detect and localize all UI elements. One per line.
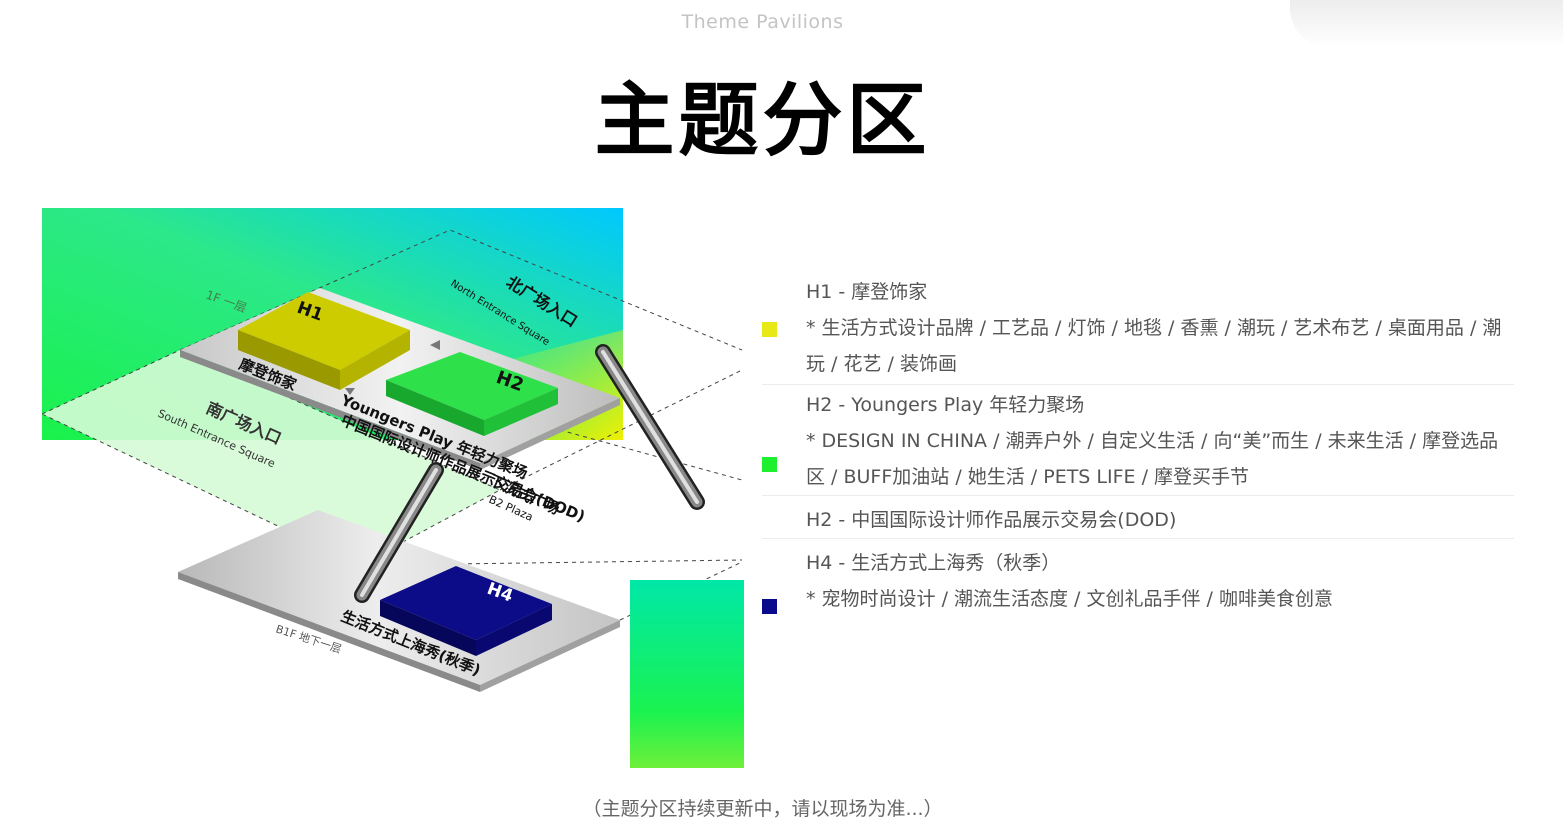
platform-1f-side (480, 398, 620, 470)
legend-item-h1: H1 - 摩登饰家 * 生活方式设计品牌 / 工艺品 / 灯饰 / 地毯 / 香… (762, 270, 1514, 385)
legend-item-h2-dod: H2 - 中国国际设计师作品展示交易会(DOD) (762, 496, 1514, 539)
legend-desc: * 生活方式设计品牌 / 工艺品 / 灯饰 / 地毯 / 香熏 / 潮玩 / 艺… (806, 317, 1502, 375)
page-subtitle: Theme Pavilions (681, 11, 844, 33)
legend-item-h2: H2 - Youngers Play 年轻力聚场 * DESIGN IN CHI… (762, 385, 1514, 496)
h2-block-top (386, 352, 558, 420)
h2-block-side (484, 388, 558, 436)
side-gradient-panel (630, 580, 744, 768)
h4-color-swatch (762, 599, 777, 614)
h1-color-swatch (762, 322, 777, 337)
south-entrance-plane (42, 350, 500, 565)
h2-color-swatch (762, 457, 777, 472)
legend-item-h4: H4 - 生活方式上海秀（秋季） * 宠物时尚设计 / 潮流生活态度 / 文创礼… (762, 539, 1514, 617)
legend-heading: H4 - 生活方式上海秀（秋季） (806, 552, 1061, 574)
h4-block-front (380, 600, 476, 656)
theme-legend: H1 - 摩登饰家 * 生活方式设计品牌 / 工艺品 / 灯饰 / 地毯 / 香… (762, 270, 1514, 617)
legend-heading: H1 - 摩登饰家 (806, 281, 928, 303)
escalator-right-highlight (601, 350, 699, 504)
south-plane-outline (40, 349, 502, 566)
arrow-marker-1 (430, 340, 440, 350)
h2-block-front (386, 380, 484, 436)
legend-heading: H2 - Youngers Play 年轻力聚场 (806, 394, 1085, 416)
connector-dash-1 (499, 369, 743, 491)
legend-desc: * DESIGN IN CHINA / 潮弄户外 / 自定义生活 / 向“美”而… (806, 430, 1499, 488)
floor-plan-diagram: 1F 一层 北广场入口 North Entrance Square 南广场入口 … (0, 180, 760, 780)
legend-desc: * 宠物时尚设计 / 潮流生活态度 / 文创礼品手伴 / 咖啡美食创意 (806, 588, 1333, 610)
floor-plan-svg: 1F 一层 北广场入口 North Entrance Square 南广场入口 … (40, 208, 744, 768)
h4-block-side (476, 604, 552, 656)
h1-block-top (238, 292, 410, 370)
update-note: （主题分区持续更新中，请以现场为准...） (582, 798, 943, 820)
h1-block-front (238, 330, 340, 390)
h4-block-top (380, 566, 552, 640)
h1-block-side (340, 330, 410, 390)
north-plane-outline (179, 229, 743, 351)
legend-heading: H2 - 中国国际设计师作品展示交易会(DOD) (806, 509, 1177, 531)
arrow-marker-2 (345, 388, 355, 395)
platform-b1f-front (178, 572, 480, 692)
platform-1f-front (180, 350, 480, 470)
top-right-shadow (1290, 0, 1563, 48)
platform-b1f-side (480, 620, 620, 692)
page-title: 主题分区 (594, 74, 931, 167)
escalator-center-highlight (360, 468, 438, 597)
